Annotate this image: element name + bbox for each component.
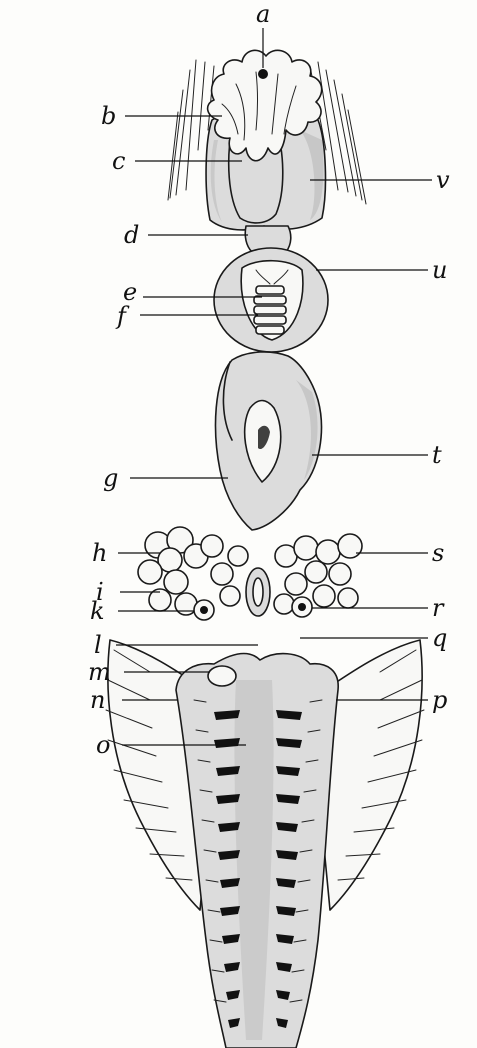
label-o: o bbox=[96, 731, 110, 759]
glandular-cluster bbox=[138, 527, 362, 620]
label-p: p bbox=[432, 686, 447, 714]
segment-t bbox=[216, 352, 322, 530]
label-a: a bbox=[256, 0, 270, 28]
label-m: m bbox=[88, 658, 111, 686]
label-t: t bbox=[432, 441, 442, 469]
head-region bbox=[168, 50, 366, 230]
label-r: r bbox=[432, 594, 445, 622]
label-c: c bbox=[112, 147, 125, 175]
label-s: s bbox=[432, 539, 444, 567]
label-l: l bbox=[94, 631, 102, 659]
comb-organ bbox=[254, 286, 286, 334]
label-u: u bbox=[432, 256, 447, 284]
left-eyespot bbox=[194, 600, 214, 620]
right-eyespot bbox=[292, 597, 312, 617]
label-f: f bbox=[115, 302, 130, 330]
label-b: b bbox=[101, 102, 116, 130]
label-h: h bbox=[92, 539, 107, 567]
label-n: n bbox=[90, 686, 105, 714]
label-g: g bbox=[103, 464, 118, 492]
label-d: d bbox=[124, 221, 139, 249]
segment-u bbox=[214, 248, 328, 352]
trunk bbox=[176, 654, 338, 1048]
mouth-dot bbox=[258, 69, 268, 79]
label-k: k bbox=[90, 597, 105, 625]
lobe-m bbox=[208, 666, 236, 686]
label-v: v bbox=[436, 166, 450, 194]
label-q: q bbox=[432, 624, 447, 652]
